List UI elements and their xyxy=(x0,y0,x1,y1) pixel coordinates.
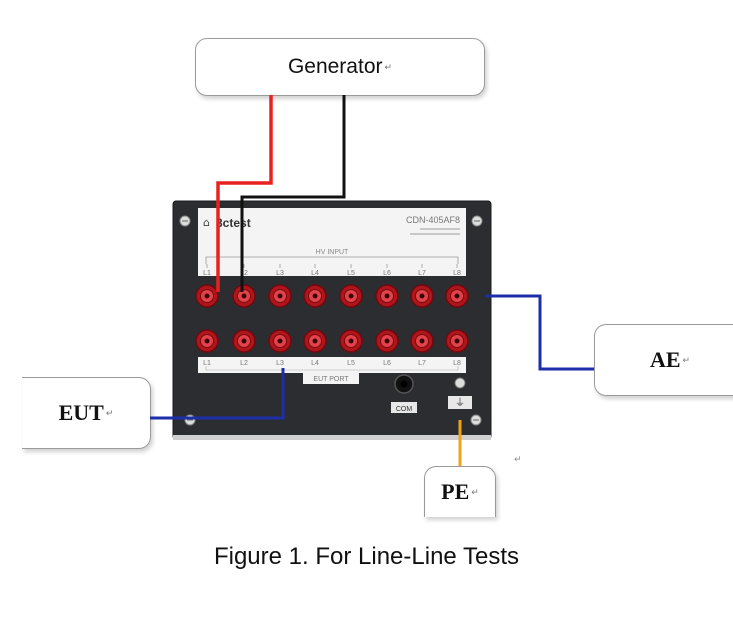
terminal-jack xyxy=(303,329,327,353)
terminal-jack xyxy=(232,284,256,308)
model-label: CDN-405AF8 xyxy=(406,215,460,225)
eut-terminal-label: L2 xyxy=(240,360,248,367)
brand-logo-icon: ⌂ xyxy=(203,216,210,229)
eut-port-bracket xyxy=(205,366,459,371)
input-terminal-label: L2 xyxy=(240,270,248,277)
input-terminal-label: L8 xyxy=(453,270,461,277)
return-mark: ↵ xyxy=(514,455,522,465)
input-terminal-label: L4 xyxy=(311,270,319,277)
input-terminal-label: L3 xyxy=(276,270,284,277)
input-terminal-label: L7 xyxy=(418,270,426,277)
input-terminal-label: L5 xyxy=(347,270,355,277)
ground-symbol-icon: ⏚ xyxy=(455,397,465,409)
blue-wire-ae xyxy=(486,294,594,371)
return-mark: ↵ xyxy=(384,61,393,72)
eut-port-tab xyxy=(303,372,359,384)
eut-port-strip xyxy=(198,357,466,373)
pe-box: PE↵ xyxy=(424,466,496,517)
ground-label-box xyxy=(448,396,472,409)
eut-terminal-label: L7 xyxy=(418,360,426,367)
screw-icon xyxy=(471,215,483,227)
panel-shadow xyxy=(173,435,491,440)
com-label-box xyxy=(391,402,417,413)
terminal-jack xyxy=(232,329,256,353)
terminal-jack xyxy=(303,284,327,308)
screw-icon xyxy=(470,414,482,426)
terminal-jack xyxy=(445,284,469,308)
ae-label: AE xyxy=(649,347,681,372)
generator-box: Generator↵ xyxy=(195,38,485,96)
input-terminal-label: L1 xyxy=(203,270,211,277)
terminal-jack xyxy=(268,284,292,308)
terminal-jack xyxy=(195,329,219,353)
pe-label: PE xyxy=(441,479,470,504)
terminal-jack xyxy=(339,329,363,353)
terminal-jack xyxy=(410,329,434,353)
return-mark: ↵ xyxy=(105,407,114,418)
terminal-jack xyxy=(445,329,469,353)
eut-terminal-label: L3 xyxy=(276,360,284,367)
eut-terminal-label: L1 xyxy=(203,360,211,367)
terminal-jack xyxy=(375,329,399,353)
com-jack-hole xyxy=(400,380,408,388)
generator-label: Generator xyxy=(287,55,383,78)
eut-terminal-label: L6 xyxy=(383,360,391,367)
input-terminal-label: L6 xyxy=(383,270,391,277)
figure-caption: Figure 1. For Line-Line Tests xyxy=(213,543,520,570)
terminal-jack xyxy=(339,284,363,308)
model-sub-text xyxy=(410,233,460,235)
model-sub-text xyxy=(420,228,460,230)
terminal-jack xyxy=(268,329,292,353)
eut-terminal-label: L5 xyxy=(347,360,355,367)
black-wire xyxy=(240,95,346,292)
return-mark: ↵ xyxy=(682,354,691,365)
eut-label: EUT xyxy=(58,400,104,425)
hv-input-label: HV INPUT xyxy=(316,249,349,256)
eut-port-label: EUT PORT xyxy=(313,376,349,383)
ae-box: AE↵ xyxy=(594,324,733,396)
hv-input-bracket xyxy=(205,256,459,264)
brand-label: 3ctest xyxy=(216,216,251,230)
screw-icon xyxy=(179,215,191,227)
com-label: COM xyxy=(396,406,413,413)
red-wire xyxy=(216,95,273,292)
return-mark: ↵ xyxy=(471,486,479,497)
eut-box: EUT↵ xyxy=(22,377,151,449)
eut-terminal-label: L4 xyxy=(311,360,319,367)
eut-terminal-label: L8 xyxy=(453,360,461,367)
blue-wire-eut xyxy=(150,368,285,420)
terminal-jack xyxy=(410,284,434,308)
ground-terminal xyxy=(454,377,466,389)
terminal-jack xyxy=(375,284,399,308)
terminal-jack xyxy=(195,284,219,308)
